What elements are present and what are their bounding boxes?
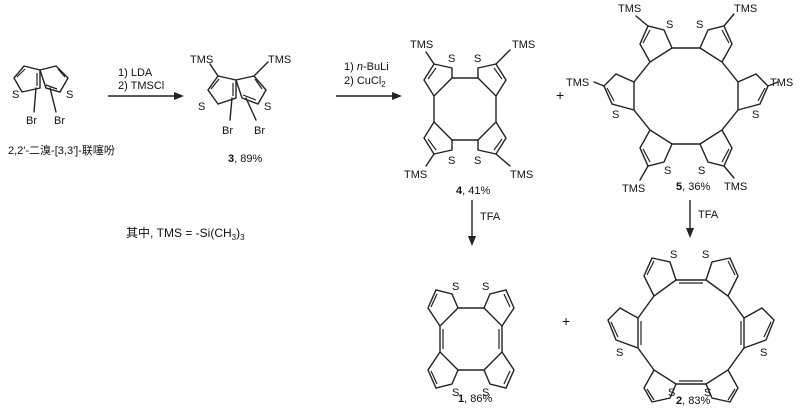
compound-3-yield: , 89% [234,153,262,165]
c1-sulfur-br: S [482,387,489,399]
c3-bromine-right: Br [254,125,265,137]
c3-bromine-left: Br [222,125,233,137]
compound-2-number: 2 [676,395,682,407]
compound-5-label: 5, 36% [676,181,710,193]
c5-sulfur-3: S [612,109,619,121]
c2-sulfur-2: S [702,249,709,261]
step2-reagent-2-main: 2) CuCl [344,75,381,87]
compound-3-label: 3, 89% [228,153,262,165]
c3-tms-right: TMS [268,54,291,66]
start-sulfur-left: S [12,89,19,101]
c5-tms-4: TMS [770,77,793,89]
reaction-arrow-tfa-left [468,200,476,246]
compound-4-number: 4 [456,185,463,197]
c4-sulfur-bl: S [448,155,455,167]
compound-1-label: 1, 86% [458,393,492,405]
c2-sulfur-1: S [670,249,677,261]
c5-sulfur-6: S [698,165,705,177]
tfa-right-label: TFA [698,209,719,221]
plus-sign-bottom: + [562,313,570,329]
footnote-sub-1: 3 [232,233,237,242]
c5-tms-2: TMS [734,3,757,15]
compound-1-structure: S S S S [427,281,515,399]
footnote-text: 其中, TMS = -Si(CH [126,225,232,240]
compound-3-number: 3 [228,153,234,165]
step2-reagent-2-sub: 2 [381,80,386,89]
tfa-left-label: TFA [480,211,501,223]
c5-sulfur-5: S [664,165,671,177]
c1-sulfur-tr: S [482,281,489,293]
c2-sulfur-4: S [760,347,767,359]
c2-sulfur-3: S [616,347,623,359]
start-material-structure: S S Br Br [12,65,73,127]
c4-tms-br: TMS [510,169,533,181]
start-material-name: 2,2'-二溴-[3,3']-联噻吩 [8,143,115,157]
c3-tms-left: TMS [190,54,213,66]
c4-tms-bl: TMS [404,169,427,181]
footnote-sub-2: 3 [240,233,245,242]
tms-footnote: 其中, TMS = -Si(CH3)3 [126,225,245,242]
reaction-arrow-step2 [336,92,402,100]
c5-tms-5: TMS [622,183,645,195]
compound-1-number: 1 [458,393,464,405]
c4-tms-tr: TMS [512,39,535,51]
start-bromine-left: Br [26,115,37,127]
c5-tms-1: TMS [618,3,641,15]
c5-tms-6: TMS [724,181,747,193]
compound-4-yield: , 41% [462,185,490,197]
reaction-arrow-step1 [108,92,184,100]
step2-reagent-1: 1) n-BuLi [344,61,389,73]
compound-4-label: 4, 41% [456,185,490,197]
c4-sulfur-br: S [474,155,481,167]
step1-reagent-1: 1) LDA [118,67,153,79]
c1-sulfur-bl: S [452,387,459,399]
c5-sulfur-1: S [666,19,673,31]
c5-sulfur-2: S [696,19,703,31]
footnote-close: ) [236,226,240,240]
c4-tms-tl: TMS [410,39,433,51]
c2-sulfur-6: S [704,387,711,399]
start-sulfur-right: S [66,89,73,101]
step2-reagent-1-italic: n [357,61,363,73]
step1-reagent-2: 2) TMSCl [118,80,164,92]
compound-3-structure: S S TMS TMS Br Br [190,54,291,137]
c3-sulfur-right: S [264,101,271,113]
compound-5-structure: S S S S S S TMS TMS TMS TMS TMS TMS [566,3,793,195]
step2-reagent-2: 2) CuCl2 [344,75,386,89]
start-bromine-right: Br [54,115,65,127]
c4-sulfur-tl: S [448,53,455,65]
compound-5-number: 5 [676,181,682,193]
c3-sulfur-left: S [198,101,205,113]
compound-4-structure: S S S S TMS TMS TMS TMS [404,39,535,181]
c1-sulfur-tl: S [452,281,459,293]
c4-sulfur-tr: S [474,53,481,65]
compound-5-yield: , 36% [682,181,710,193]
compound-2-yield: , 83% [682,395,710,407]
c5-sulfur-4: S [752,109,759,121]
step2-reagent-1-rest: -BuLi [363,61,389,73]
compound-2-label: 2, 83% [676,395,710,407]
compound-1-yield: , 86% [464,393,492,405]
c5-tms-3: TMS [566,77,589,89]
plus-sign-top: + [556,87,564,103]
c2-sulfur-5: S [668,387,675,399]
compound-2-structure: S S S S S S [607,249,775,403]
step2-reagent-1-prefix: 1) [344,61,357,73]
reaction-arrow-tfa-right [686,200,694,238]
